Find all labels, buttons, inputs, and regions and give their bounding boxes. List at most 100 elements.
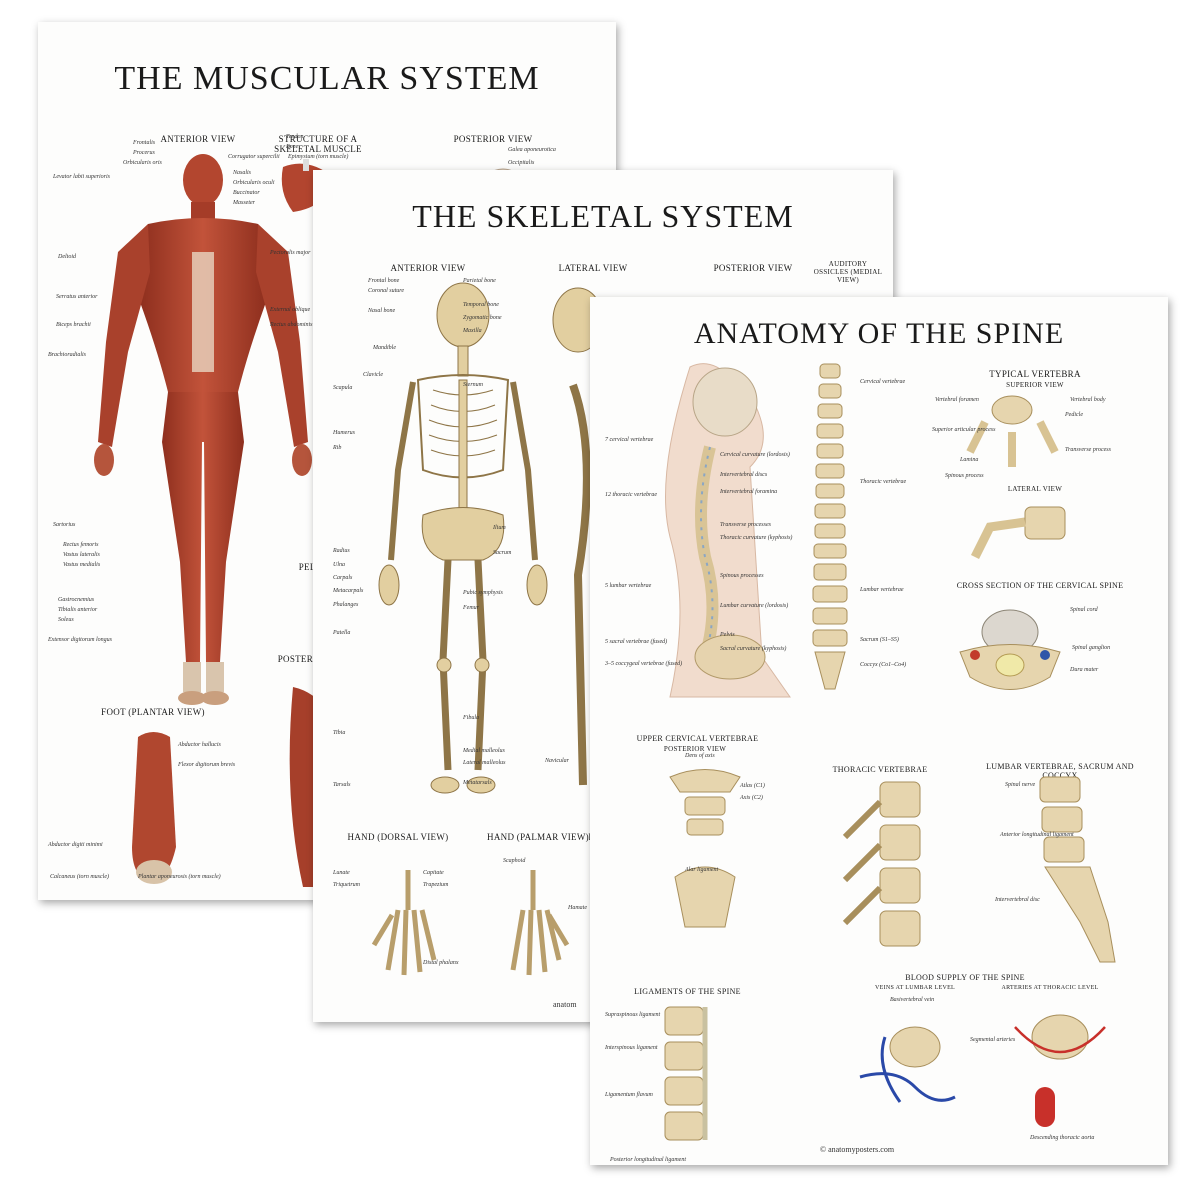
skeletal-label: Metacarpals: [333, 588, 364, 594]
typical-vertebra-superior-illustration: [966, 395, 1059, 467]
spine-label: Thoracic curvature (kyphosis): [720, 535, 793, 541]
muscular-label: Corrugator supercilii: [228, 154, 280, 160]
skeletal-label: Metatarsals: [463, 780, 492, 786]
muscular-label: Deltoid: [58, 254, 76, 260]
skeletal-hand-dorsal-heading: HAND (DORSAL VIEW): [347, 832, 449, 842]
spine-superior-subheading: SUPERIOR VIEW: [1006, 381, 1064, 389]
muscular-label: Tendon: [286, 134, 304, 140]
skeleton-anterior-illustration: [378, 282, 548, 794]
skeletal-label: Rib: [333, 445, 342, 451]
skeletal-credit: anatom: [553, 1000, 577, 1009]
muscular-posterior-heading: POSTERIOR VIEW: [453, 134, 533, 144]
skeletal-label: Clavicle: [363, 372, 383, 378]
muscular-label: Bone: [286, 144, 299, 150]
muscular-label: Vastus lateralis: [63, 552, 100, 558]
foot-plantar-illustration: [132, 732, 176, 884]
spine-posterior-column-illustration: [812, 363, 848, 690]
spine-ligaments-illustration: [664, 1006, 708, 1141]
skeletal-label: Tibia: [333, 730, 346, 736]
muscular-title: THE MUSCULAR SYSTEM: [114, 60, 540, 97]
skeletal-label: Maxilla: [463, 328, 482, 334]
muscular-label: Nasalis: [233, 170, 252, 176]
muscular-label: Vastus medialis: [63, 562, 101, 568]
muscular-label: Gastrocnemius: [58, 597, 95, 603]
spine-veins-subheading: VEINS AT LUMBAR LEVEL: [874, 985, 956, 991]
spine-label: Lumbar curvature (lordosis): [720, 603, 789, 609]
spine-label: Supraspinous ligament: [605, 1012, 661, 1018]
muscular-label: Extensor digitorum longus: [48, 637, 112, 643]
spine-label: Alar ligament: [685, 867, 719, 873]
spine-label: Transverse process: [1065, 447, 1111, 453]
spine-label: Pelvis: [720, 632, 735, 638]
spine-label: Intervertebral discs: [720, 472, 768, 478]
spine-label: Interspinous ligament: [605, 1045, 658, 1051]
spine-cross-heading: CROSS SECTION OF THE CERVICAL SPINE: [956, 581, 1124, 590]
spine-label: Intervertebral foramina: [720, 489, 778, 495]
muscular-label: Masseter: [233, 200, 255, 206]
spine-label: Spinous processes: [720, 573, 764, 579]
spine-label: Cervical vertebrae: [860, 379, 906, 385]
spine-label: Sacrum (S1–S5): [860, 637, 899, 643]
skeletal-label: Lateral malleolus: [463, 760, 506, 766]
spine-label: Spinal nerve: [1005, 782, 1036, 788]
upper-cervical-illustration: [669, 769, 741, 928]
spine-label: Spinal ganglion: [1072, 645, 1111, 651]
spine-lumbar-heading: LUMBAR VERTEBRAE, SACRUM AND COCCYX: [986, 762, 1134, 780]
skeletal-label: Ilium: [493, 525, 506, 531]
muscular-label: Flexor digitorum brevis: [178, 762, 236, 768]
hand-palmar-illustration: [510, 870, 570, 976]
cervical-cross-section-illustration: [959, 609, 1061, 690]
spine-label: Spinous process: [945, 473, 984, 479]
spine-label: Intervertebral disc: [995, 897, 1040, 903]
spine-title: ANATOMY OF THE SPINE: [693, 317, 1065, 350]
muscular-structure-heading: STRUCTURE OF A SKELETAL MUSCLE: [274, 134, 362, 154]
spine-label: 3–5 coccygeal vertebrae (fused): [605, 661, 683, 667]
spine-label: 5 lumbar vertebrae: [605, 583, 652, 589]
spine-label: Thoracic vertebrae: [860, 479, 907, 485]
muscular-posterior-a-heading: POSTERIOR A: [277, 654, 339, 664]
skeletal-label: Phalanges: [333, 602, 359, 608]
lumbar-sacrum-illustration: [1039, 776, 1116, 963]
spine-label: Basivertebral vein: [890, 997, 935, 1003]
skeletal-label: Hamate: [568, 905, 587, 911]
skeletal-label: Carpals: [333, 575, 353, 581]
spine-label: Dura mater: [1070, 667, 1099, 673]
muscular-anterior-heading: ANTERIOR VIEW: [160, 134, 236, 144]
skeletal-hand-palmar-heading: HAND (PALMAR VIEW): [487, 832, 589, 842]
skeletal-label: Trapezium: [423, 882, 449, 888]
spine-upper-heading: UPPER CERVICAL VERTEBRAE: [636, 734, 759, 743]
spine-thoracic-heading: THORACIC VERTEBRAE: [832, 765, 928, 774]
skeletal-label: Sternum: [463, 382, 483, 388]
muscular-label: Epimysium (torn muscle): [288, 154, 349, 160]
muscular-label: Galea aponeurotica: [508, 147, 556, 153]
spine-poster: ANATOMY OF THE SPINE TYPICAL VERTEBRA SU…: [590, 297, 1168, 1165]
spine-label: Vertebral body: [1070, 397, 1106, 403]
thoracic-arteries-illustration: [1014, 1014, 1106, 1127]
skeletal-label: Lunate: [333, 870, 350, 876]
skeletal-label: Triquetrum: [333, 882, 361, 888]
skeletal-label: Nasal bone: [368, 308, 396, 314]
skeletal-label: Scapula: [333, 385, 353, 391]
skeletal-label: Capitate: [423, 870, 444, 876]
spine-lateral-body-illustration: [665, 363, 791, 698]
spine-label: Cervical curvature (lordosis): [720, 452, 790, 458]
spine-label: Superior articular process: [932, 427, 996, 433]
spine-typical-heading: TYPICAL VERTEBRA: [989, 369, 1081, 379]
spine-label: Segmental arteries: [970, 1037, 1016, 1043]
typical-vertebra-lateral-illustration: [970, 506, 1066, 560]
skeletal-label: Zygomatic bone: [463, 315, 502, 321]
muscular-label: Buccinator: [233, 190, 260, 196]
muscle-figure-illustration: [94, 154, 312, 705]
skeletal-posterior-heading: POSTERIOR VIEW: [713, 263, 793, 273]
muscular-label: Serratus anterior: [56, 294, 98, 300]
spine-label: Transverse processes: [720, 522, 771, 528]
muscular-label: Rectus abdominis: [270, 322, 313, 328]
muscular-label: Biceps brachii: [56, 322, 91, 328]
spine-label: Atlas (C1): [740, 783, 765, 789]
thoracic-vertebrae-illustration: [842, 781, 921, 947]
skeletal-label: Frontal bone: [368, 278, 400, 284]
spine-label: Sacral curvature (kyphosis): [720, 646, 787, 652]
muscular-label: Orbicularis oris: [123, 160, 162, 166]
spine-label: Lumbar vertebrae: [860, 587, 904, 593]
skeletal-label: Sacrum: [493, 550, 512, 556]
